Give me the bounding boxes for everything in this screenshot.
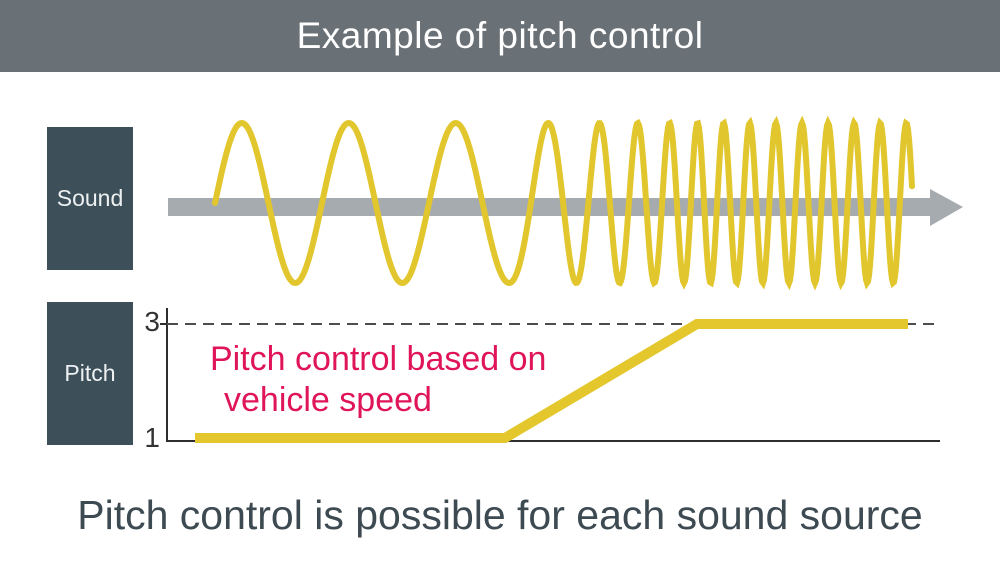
bottom-caption: Pitch control is possible for each sound… [77,492,923,538]
pitch-line [195,319,908,443]
pitch-annotation: Pitch control based on vehicle speed [210,339,546,421]
pitch-ytick-1: 1 [144,422,160,453]
pitch-label: Pitch [64,360,116,386]
sound-label-box: Sound [47,127,133,270]
sound-wave-line [212,115,915,291]
time-arrow-shaft [168,198,930,216]
sound-label: Sound [56,185,124,211]
slide-title: Example of pitch control [296,15,704,56]
arrow-right-icon [930,189,963,226]
title-bar: Example of pitch control [0,0,1000,72]
pitch-axis [166,308,940,442]
pitch-annotation-line1: Pitch control based on [210,340,547,378]
pitch-annotation-line2: vehicle speed [224,381,432,419]
pitch-label-box: Pitch [47,302,133,445]
pitch-ytick-3: 3 [144,306,160,337]
